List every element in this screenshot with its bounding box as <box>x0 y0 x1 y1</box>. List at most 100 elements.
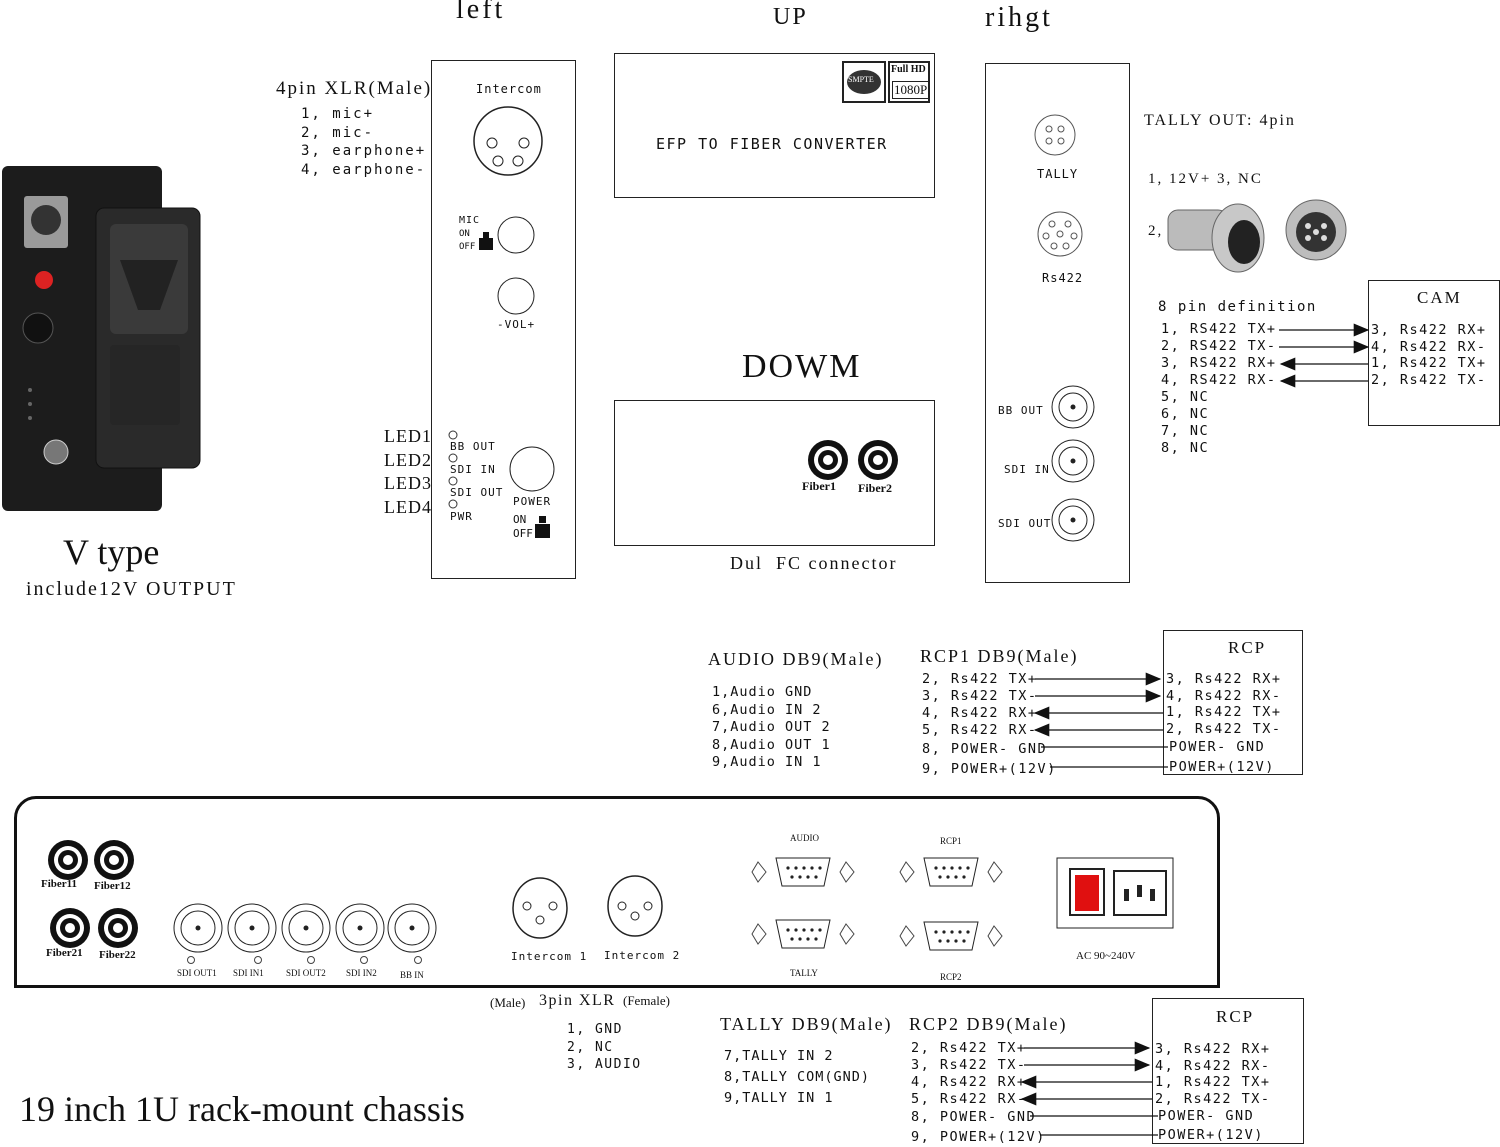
list-item: 3, Rs422 RX+ <box>1155 1041 1271 1058</box>
list-item: 4, earphone- <box>301 161 426 180</box>
rcp-box-a-pin-list: 3, Rs422 RX+ 4, Rs422 RX- 1, Rs422 TX+ 2… <box>1166 671 1282 777</box>
fiber2-label: Fiber2 <box>858 481 892 496</box>
led-text-sdi-out: SDI OUT <box>450 486 503 499</box>
list-item: 2, Rs422 TX- <box>1166 721 1282 738</box>
sdi-out-label: SDI OUT <box>998 517 1051 530</box>
xlr4-pin-list: 1, mic+ 2, mic- 3, earphone+ 4, earphone… <box>301 105 426 179</box>
volume-label: -VOL+ <box>497 318 535 331</box>
power-switch-icon <box>535 516 550 538</box>
bnc-label-sdi-in1: SDI IN1 <box>233 968 264 978</box>
list-item: 4, Rs422 RX- <box>1166 688 1282 705</box>
list-item: 2, Rs422 TX- <box>1155 1091 1271 1108</box>
hd-1080p-text: 1080P <box>892 81 929 99</box>
bnc-label-sdi-out1: SDI OUT1 <box>177 968 217 978</box>
bnc-connector <box>174 904 222 964</box>
rack-rcp2-label: RCP2 <box>940 972 962 982</box>
list-item: 2, Rs422 TX+ <box>911 1040 1046 1057</box>
fullhd-text: Full HD <box>891 64 926 75</box>
tally-out-title: TALLY OUT: 4pin <box>1144 112 1296 130</box>
list-item: POWER+(12V) <box>1155 1126 1271 1145</box>
list-item: 5, NC <box>1161 389 1277 406</box>
mic-knob <box>496 215 536 255</box>
list-item: 3, Rs422 TX- <box>922 688 1057 705</box>
list-item: 4, Rs422 RX+ <box>922 705 1057 722</box>
intercom2-xlr-connector <box>606 874 664 938</box>
xlr3-pin-list: 1, GND 2, NC 3, AUDIO <box>567 1021 642 1074</box>
led-text-sdi-in: SDI IN <box>450 463 496 476</box>
tally-db9-title: TALLY DB9(Male) <box>720 1014 893 1035</box>
up-panel-title: EFP TO FIBER CONVERTER <box>656 135 888 153</box>
tally-db9-pin-list: 7,TALLY IN 2 8,TALLY COM(GND) 9,TALLY IN… <box>724 1046 870 1109</box>
list-item: 1, Rs422 TX+ <box>1371 355 1487 372</box>
xlr4-title: 4pin XLR(Male) <box>276 78 432 100</box>
audio-db9-pin-list: 1,Audio GND 6,Audio IN 2 7,Audio OUT 2 8… <box>712 684 831 772</box>
led-text-bb-out: BB OUT <box>450 440 496 453</box>
list-item: 2, NC <box>567 1039 642 1057</box>
rcp-box-b-pin-list: 3, Rs422 RX+ 4, Rs422 RX- 1, Rs422 TX+ 2… <box>1155 1041 1271 1145</box>
db9-rcp1 <box>900 858 1002 886</box>
rcp-box-b-title: RCP <box>1216 1007 1254 1027</box>
pin8-list: 1, RS422 TX+ 2, RS422 TX- 3, RS422 RX+ 4… <box>1161 321 1277 457</box>
list-item: 8,Audio OUT 1 <box>712 737 831 755</box>
bnc-connector <box>282 904 330 964</box>
power-on-label: ON <box>513 513 526 526</box>
rack-bnc-row <box>172 902 442 966</box>
led-label-3: LED3 <box>384 473 432 494</box>
up-panel <box>614 53 935 198</box>
fiber11-label: Fiber11 <box>41 878 77 890</box>
rcp2-db9-pin-list: 2, Rs422 TX+ 3, Rs422 TX- 4, Rs422 RX+ 5… <box>911 1040 1046 1147</box>
fullhd-badge: Full HD 1080P <box>888 61 930 103</box>
device-name: V type <box>63 531 159 573</box>
db9-tally <box>752 920 854 948</box>
list-item: 4, Rs422 RX+ <box>911 1074 1046 1091</box>
down-panel-caption: Dul FC connector <box>730 553 897 574</box>
list-item: 4, Rs422 RX- <box>1371 339 1487 356</box>
list-item: 7,Audio OUT 2 <box>712 719 831 737</box>
db9-connectors <box>748 848 1010 968</box>
intercom-xlr-connector <box>472 103 544 179</box>
list-item: 1, RS422 TX+ <box>1161 321 1277 338</box>
list-item: 4, RS422 RX- <box>1161 372 1277 389</box>
db9-rcp2 <box>900 922 1002 950</box>
device-photo <box>0 160 206 516</box>
list-item: 1, mic+ <box>301 105 426 124</box>
bnc-connector <box>336 904 384 964</box>
fiber22-label: Fiber22 <box>99 949 136 961</box>
ac-voltage-label: AC 90~240V <box>1076 950 1135 962</box>
bnc-connector <box>388 904 436 964</box>
bnc-sdi-out-icon <box>1050 497 1096 543</box>
led-label-2: LED2 <box>384 450 432 471</box>
tally-connector-icon <box>1033 113 1077 157</box>
tally-connector-label: TALLY <box>1037 167 1078 181</box>
list-item: 8,TALLY COM(GND) <box>724 1067 870 1088</box>
list-item: 5, Rs422 RX- <box>922 722 1057 739</box>
mic-off-label: OFF <box>459 242 475 252</box>
list-item: 3, AUDIO <box>567 1056 642 1074</box>
mic-label: MIC <box>459 215 480 226</box>
list-item: 1, Rs422 TX+ <box>1166 704 1282 721</box>
list-item: 7,TALLY IN 2 <box>724 1046 870 1067</box>
cam-pin-list: 3, Rs422 RX+ 4, Rs422 RX- 1, Rs422 TX+ 2… <box>1371 322 1487 388</box>
bnc-label-bb-in: BB IN <box>400 970 424 980</box>
list-item: 8, POWER- GND <box>922 739 1057 759</box>
led-text-pwr: PWR <box>450 510 473 523</box>
list-item: POWER- GND <box>1166 737 1282 757</box>
bnc-label-sdi-out2: SDI OUT2 <box>286 968 326 978</box>
intercom1-label: Intercom 1 <box>511 950 587 963</box>
list-item: 7, NC <box>1161 423 1277 440</box>
list-item: 2, Rs422 TX- <box>1371 372 1487 389</box>
list-item: 3, RS422 RX+ <box>1161 355 1277 372</box>
list-item: 6, NC <box>1161 406 1277 423</box>
volume-knob <box>496 276 536 316</box>
fiber1-connector-icon <box>806 438 850 482</box>
fiber12-label: Fiber12 <box>94 880 131 892</box>
list-item: 8, NC <box>1161 440 1277 457</box>
list-item: 9, POWER+(12V) <box>922 759 1057 779</box>
rcp2-db9-title: RCP2 DB9(Male) <box>909 1014 1068 1035</box>
xlr3-female-label: (Female) <box>623 993 670 1009</box>
aviation-plug-photo <box>1158 190 1368 290</box>
list-item: 2, RS422 TX- <box>1161 338 1277 355</box>
bb-out-label: BB OUT <box>998 404 1044 417</box>
list-item: 1, Rs422 TX+ <box>1155 1074 1271 1091</box>
intercom1-xlr-connector <box>511 876 569 940</box>
